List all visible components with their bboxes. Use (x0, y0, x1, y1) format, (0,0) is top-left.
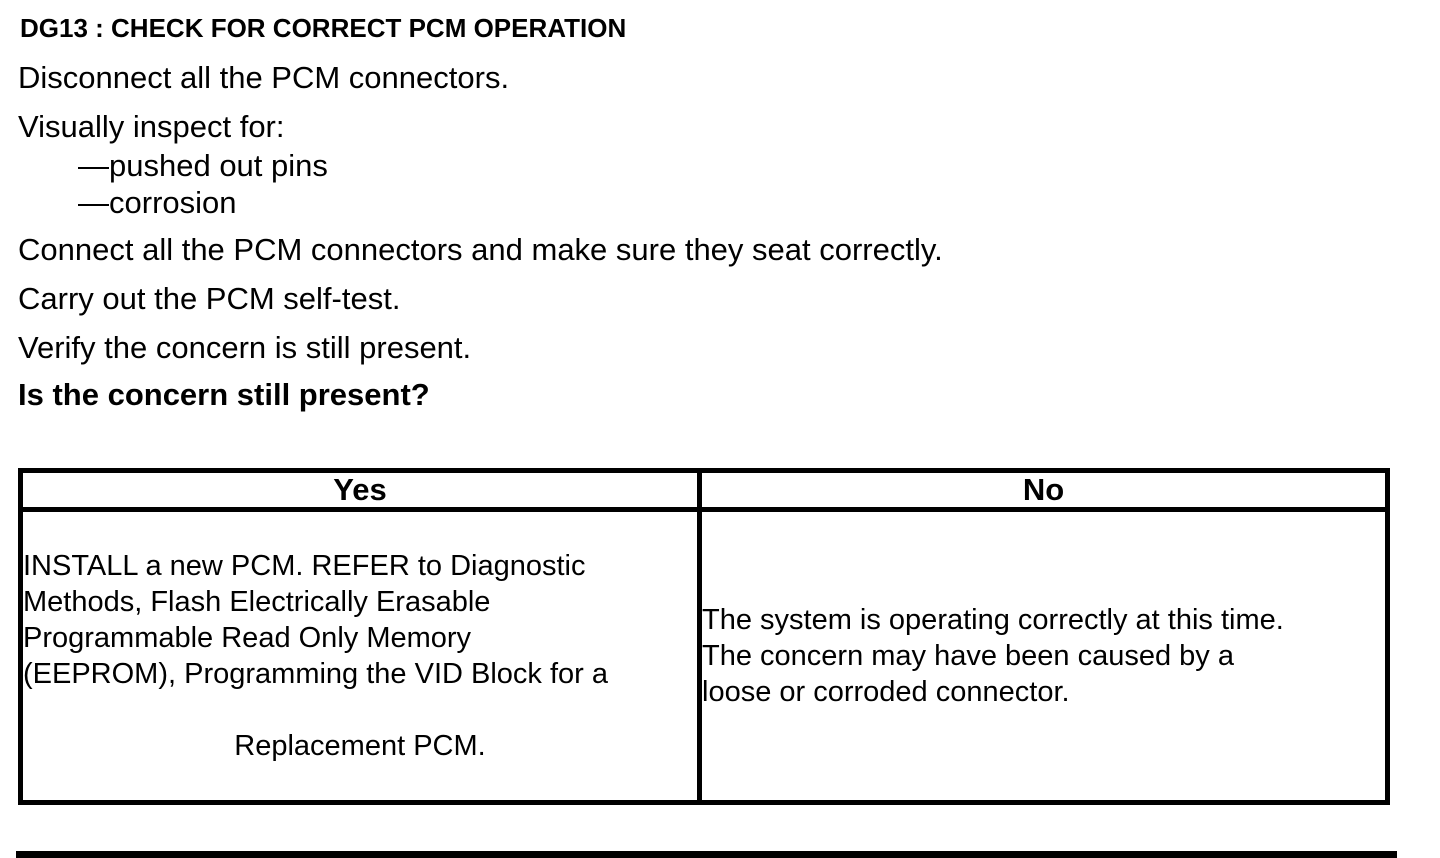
decision-table: Yes No INSTALL a new PCM. REFER to Diagn… (18, 468, 1390, 805)
decision-table-body-row: INSTALL a new PCM. REFER to Diagnostic M… (18, 507, 1390, 805)
inspect-list: —pushed out pins —corrosion (78, 147, 1440, 221)
yes-action-text-centered: Replacement PCM. (234, 730, 486, 762)
step-connect-connectors: Connect all the PCM connectors and make … (18, 232, 943, 267)
inspect-item-corrosion: —corrosion (78, 185, 237, 220)
page-bottom-rule (16, 851, 1397, 858)
page-title: DG13 : CHECK FOR CORRECT PCM OPERATION (20, 13, 627, 43)
inspect-item-pushed-out-pins: —pushed out pins (78, 148, 328, 183)
step-self-test: Carry out the PCM self-test. (18, 281, 401, 316)
no-action-cell: The system is operating correctly at thi… (697, 507, 1390, 805)
yes-action-text: INSTALL a new PCM. REFER to Diagnostic M… (23, 550, 609, 690)
table-header-yes: Yes (18, 468, 702, 512)
decision-question: Is the concern still present? (18, 377, 430, 412)
no-action-text: The system is operating correctly at thi… (702, 604, 1284, 708)
step-disconnect-connectors: Disconnect all the PCM connectors. (18, 60, 510, 95)
table-header-no: No (697, 468, 1390, 512)
step-visually-inspect: Visually inspect for: (18, 109, 285, 144)
decision-table-header-row: Yes No (18, 468, 1390, 512)
yes-action-cell: INSTALL a new PCM. REFER to Diagnostic M… (18, 507, 702, 805)
step-verify-concern: Verify the concern is still present. (18, 330, 472, 365)
